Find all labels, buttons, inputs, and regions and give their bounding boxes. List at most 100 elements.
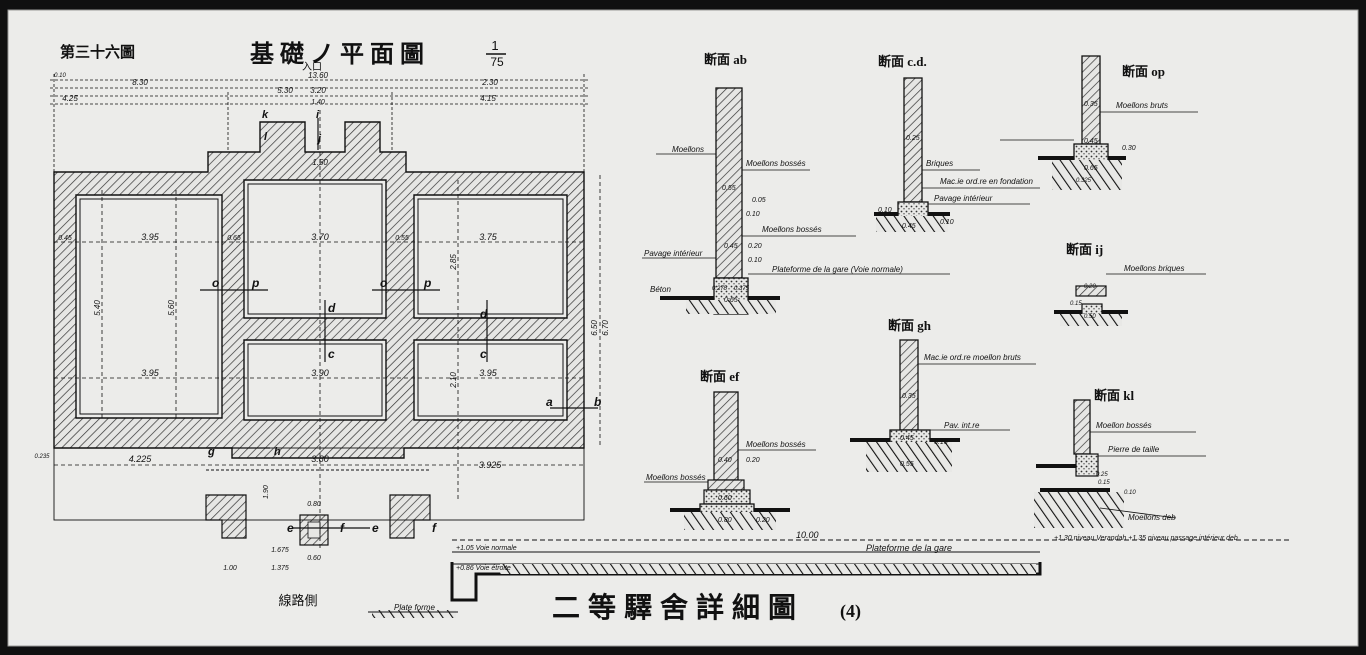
mark-h: h: [274, 446, 281, 458]
mark-l: l: [264, 131, 268, 143]
dim-bottom-9: 0.60: [307, 555, 321, 562]
section-ab-soil: [686, 300, 776, 314]
mark-p-1: p: [251, 276, 259, 290]
section-ab-label-6: Béton: [650, 285, 671, 294]
section-cd-label-3: Pavage intérieur: [934, 194, 993, 203]
dim-total-width: 13.60: [308, 71, 329, 80]
section-ab-dim-8: 0.275: [712, 286, 728, 292]
dim-room-1: 3.95: [141, 232, 160, 242]
section-op: 断面 op Moellons bruts 0.35 0.30 0.45 0.65…: [1000, 55, 1198, 190]
section-ab-dim-6: 0.20: [748, 243, 762, 250]
platform-outline: [53, 447, 585, 521]
mark-k: k: [262, 109, 269, 121]
scale-numerator: 1: [491, 38, 498, 53]
dim-bottom-3: 3.925: [479, 460, 503, 470]
dim-room-6: 3.95: [479, 368, 498, 378]
dim-vert-4: 2.10: [449, 372, 458, 389]
section-kl-stone: [1075, 453, 1099, 477]
section-ef-step-1: [707, 479, 745, 491]
mark-b: b: [594, 395, 601, 409]
mark-g: g: [207, 446, 215, 458]
section-gh-title: 断面 gh: [888, 318, 932, 333]
voie-normale: +1.05 Voie normale: [456, 545, 517, 552]
section-kl: 断面 kl Moellon bossés Pierre de taille Mo…: [1034, 388, 1206, 528]
section-ij: 断面 ij Moellons briques 0.20 0.15 0.50: [1054, 242, 1206, 326]
dim-door: 1.50: [312, 158, 328, 167]
section-kl-title: 断面 kl: [1094, 388, 1134, 403]
dim-wall-left: 0.45: [58, 235, 72, 242]
section-ab-label-3: Moellons bossés: [762, 225, 822, 234]
section-cd: 断面 c.d. Briques Mac.ie ord.re en fondati…: [874, 54, 1040, 232]
section-gh-label-1: Mac.ie ord.re moellon bruts: [924, 353, 1021, 362]
mark-d-1: d: [328, 301, 336, 315]
section-cd-label-1: Briques: [926, 159, 953, 168]
section-op-title: 断面 op: [1122, 64, 1165, 79]
section-kl-dim-1: 0.25: [1096, 472, 1108, 478]
dim-room-4: 3.95: [141, 368, 160, 378]
dim-middle-span: 5.30: [277, 86, 293, 95]
plan-title: 基礎ノ平面圖: [250, 41, 430, 68]
dim-bottom-2: 3.80: [311, 454, 329, 464]
section-gh-label-2: Pav. int.re: [944, 421, 980, 430]
section-op-dim-2: 0.30: [1122, 145, 1136, 152]
section-ij-label-1: Moellons briques: [1124, 264, 1184, 273]
section-gh-dim-2: 0.45: [900, 435, 914, 442]
mark-d-2: d: [480, 307, 488, 321]
dim-right-wing: 4.15: [480, 94, 496, 103]
foundation-plan: 13.60 8.30 5.30 4.25 3.20 1.40 4.15 2.30…: [34, 71, 610, 608]
platform-profile: Plateforme de la gare Plate forme +1.05 …: [368, 530, 1290, 618]
section-ab-title: 断面 ab: [704, 52, 747, 67]
mark-c-1: c: [328, 347, 335, 361]
dim-room-5: 3.90: [311, 368, 329, 378]
section-op-dim-1: 0.35: [1084, 101, 1098, 108]
dim-vert-2: 5.60: [167, 300, 176, 316]
room-outlines: [79, 183, 564, 417]
mark-f-1: f: [340, 521, 345, 535]
dim-bottom-10: 0.235: [34, 454, 50, 460]
section-ij-dim-1: 0.20: [1084, 284, 1096, 290]
dim-offset: 0.10: [54, 73, 66, 79]
section-op-label-1: Moellons bruts: [1116, 101, 1168, 110]
mark-o-1: o: [212, 276, 219, 290]
plate-index: (4): [840, 601, 861, 622]
dim-wall-mid: 0.65: [227, 235, 241, 242]
section-ab-label-5: Plateforme de la gare (Voie normale): [772, 265, 903, 274]
section-gh-dim-3: 0.55: [900, 461, 914, 468]
dim-10m: 10.00: [796, 530, 819, 540]
mark-o-2: o: [380, 276, 387, 290]
section-kl-wall: [1073, 399, 1091, 455]
section-ab-dim-4: 0.45: [724, 243, 738, 250]
section-cd-dim-3: 0.45: [902, 223, 916, 230]
section-kl-label-3: Moellons deb: [1128, 513, 1176, 522]
dim-bottom-1: 4.225: [129, 454, 153, 464]
dim-left-wing: 4.25: [62, 94, 78, 103]
mark-p-2: p: [423, 276, 431, 290]
mark-e-1: e: [287, 521, 294, 535]
section-ef: 断面 ef Moellons bossés Moellons bossés 0.…: [644, 369, 816, 530]
section-ef-dim-1: 0.40: [718, 457, 732, 464]
paper-edge: [7, 9, 1359, 647]
section-ab-dim-2: 0.05: [752, 197, 766, 204]
section-ij-step: [1075, 285, 1107, 297]
mark-i: i: [316, 109, 320, 121]
section-op-dim-5: 0.325: [1076, 178, 1092, 184]
voie-etroite: +0.86 Voie étroite: [456, 565, 511, 572]
section-ij-title: 断面 ij: [1066, 242, 1103, 257]
dim-bottom-4: 1.90: [263, 485, 270, 499]
platform-soil-2: [372, 610, 456, 618]
top-dimension-lines: [50, 74, 588, 175]
dim-porch-inner: 1.40: [311, 99, 325, 106]
section-cd-dim-1: 0.25: [906, 135, 920, 142]
scale-denominator: 75: [490, 55, 504, 69]
section-gh-soil: [866, 442, 952, 472]
section-kl-soil: [1034, 492, 1124, 528]
dim-bottom-7: 0.80: [307, 501, 321, 508]
section-cd-label-2: Mac.ie ord.re en fondation: [940, 177, 1033, 186]
section-cd-soil: [876, 216, 948, 232]
entrance-label: 入口: [302, 62, 322, 73]
dim-right-end: 2.30: [481, 78, 498, 87]
section-gh: 断面 gh Mac.ie ord.re moellon bruts Pav. i…: [850, 318, 1036, 472]
section-ef-dim-3: 0.60: [718, 495, 732, 502]
main-title: 二等驛舍詳細圖: [552, 591, 804, 624]
